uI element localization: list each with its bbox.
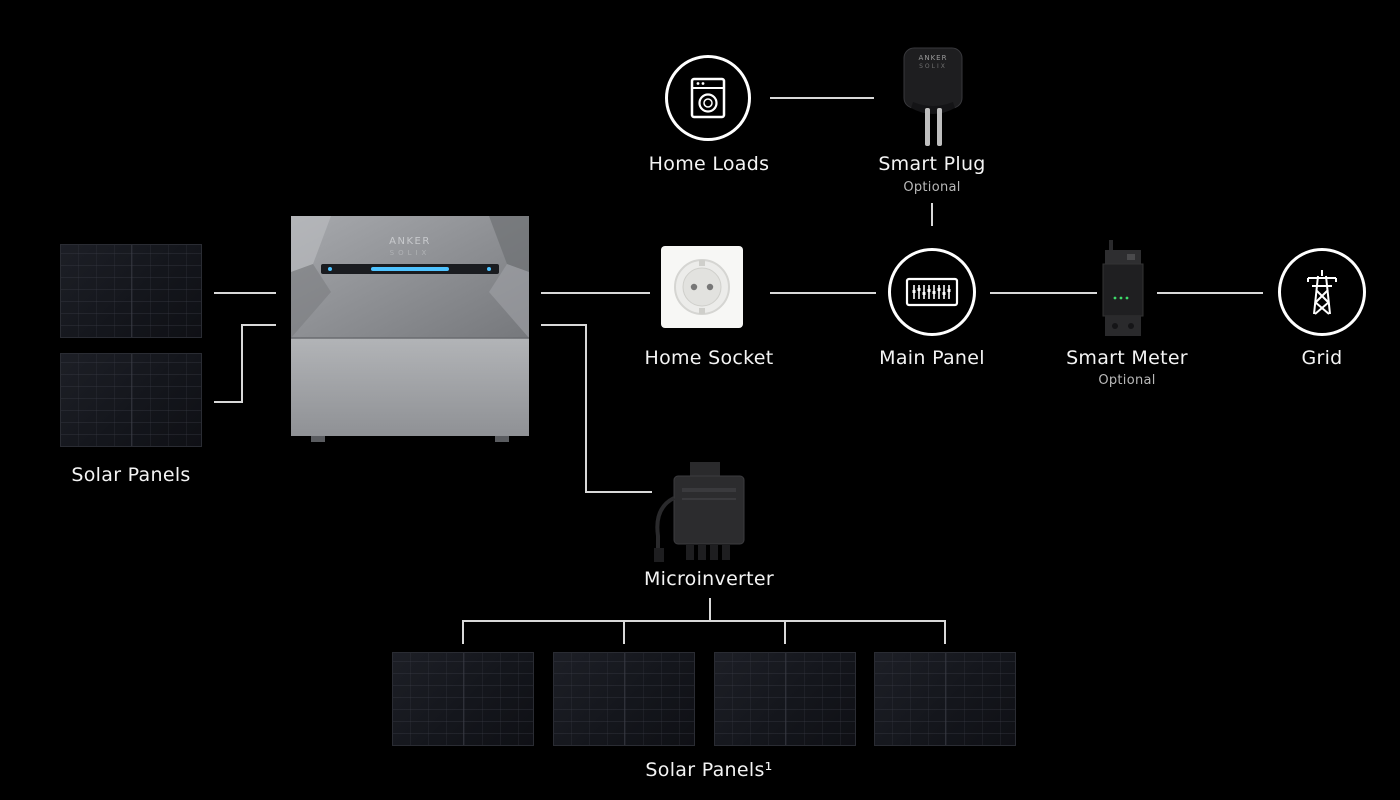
smart-meter-image [1102,240,1144,336]
smart-plug-optional: Optional [903,180,961,195]
battery-image [291,216,529,442]
home-loads-label: Home Loads [648,153,770,175]
power-tower-icon [1307,270,1337,315]
solar-panel-left-1 [60,244,202,338]
edge-solar-battery-bottom [214,324,276,403]
solar-panels-bottom-label: Solar Panels¹ [645,759,773,781]
microinverter-label: Microinverter [643,568,775,590]
battery-unit[interactable]: ANKER SOLIX [291,216,529,442]
smart-meter-optional: Optional [1098,373,1156,388]
socket-icon [674,259,730,315]
home-socket-label: Home Socket [644,347,774,369]
solar-panel-bottom-4 [874,652,1016,746]
smart-plug-device[interactable]: ANKER SOLIX [903,46,963,150]
washing-machine-icon [690,77,726,119]
smart-meter-device[interactable] [1101,240,1145,340]
grid-label: Grid [1301,347,1343,369]
edge-battery-microinverter [541,324,652,493]
solar-panel-bottom-2 [553,652,695,746]
smart-plug-image [903,47,963,146]
main-panel-label: Main Panel [879,347,985,369]
solar-panel-bottom-1 [392,652,534,746]
breaker-panel-icon [905,277,959,307]
home-loads-node[interactable] [665,55,751,141]
main-panel-node[interactable] [888,248,976,336]
battery-brand-sub: SOLIX [389,249,431,257]
home-socket-node[interactable] [661,246,743,328]
smart-meter-label: Smart Meter [1066,347,1188,369]
smart-plug-label: Smart Plug [878,153,986,175]
smart-plug-brand-sub: SOLIX [919,63,947,70]
grid-node[interactable] [1278,248,1366,336]
solar-panels-left-label: Solar Panels [71,464,191,486]
microinverter-device[interactable] [652,458,762,568]
microinverter-image [654,462,745,562]
smart-plug-brand: ANKER [918,54,948,62]
solar-panel-bottom-3 [714,652,856,746]
solar-panel-left-2 [60,353,202,447]
battery-brand: ANKER [389,236,431,247]
